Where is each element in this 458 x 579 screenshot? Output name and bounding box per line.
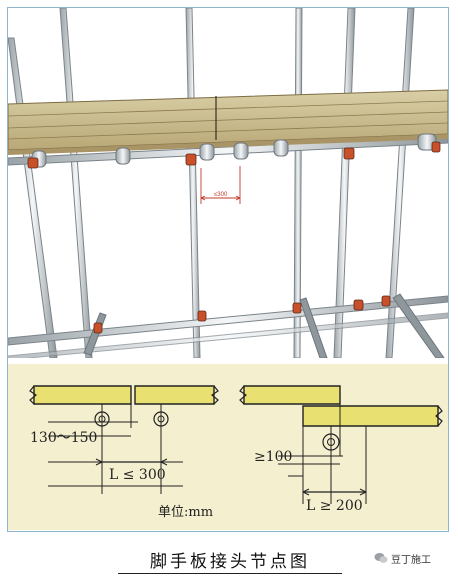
lower-couplers (93, 295, 391, 334)
wechat-icon (374, 553, 388, 563)
spacing-dimension (200, 166, 241, 204)
figure-caption: 脚手板接头节点图 (118, 547, 342, 574)
left-gap-label: L ≤ 300 (109, 467, 166, 483)
unit-note: 单位:mm (158, 505, 213, 520)
min-overlap-label: ≥100 (254, 449, 292, 465)
watermark: 豆丁施工 (374, 550, 431, 566)
plank-joint-details: 130～150 L ≤ 300 ≥100 L ≥ 200 单位:mm (8, 364, 448, 530)
overlap-range-label: 130～150 (30, 430, 97, 446)
scaffold-3d-illustration: ≤300 (8, 8, 448, 358)
lap-joint-detail (239, 385, 443, 504)
watermark-text: 豆丁施工 (391, 554, 431, 566)
upper-couplers (27, 141, 441, 169)
right-gap-label: L ≥ 200 (306, 498, 363, 514)
spacing-label: ≤300 (214, 192, 228, 198)
butt-joint-detail (29, 385, 219, 494)
